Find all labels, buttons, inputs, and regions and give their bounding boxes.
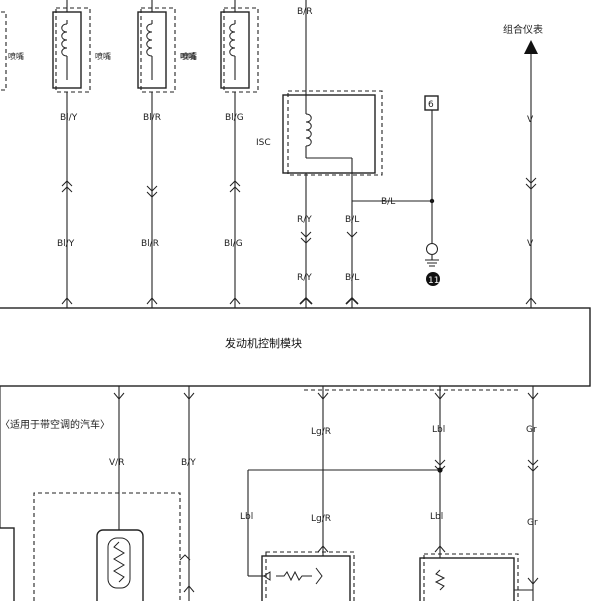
gr-wire: Gr Gr xyxy=(304,386,539,601)
meter-label: 组合仪表 xyxy=(503,23,543,36)
wire-low-lbl-top: Lbl xyxy=(432,425,445,435)
wire-low-by: B/Y xyxy=(181,458,196,468)
ecm-block xyxy=(0,307,591,387)
wire-low-gr-bottom: Gr xyxy=(527,518,538,528)
injector-1-coil-icon xyxy=(61,23,68,57)
wire-low-lbl-left: Lbl xyxy=(240,512,253,522)
injector-3-coil-icon xyxy=(229,23,236,57)
connector-inj1-icon xyxy=(61,180,73,193)
wire-inj1-bottom: Bl/Y xyxy=(57,239,75,249)
lbl-circuit: Lbl Lbl Lbl xyxy=(240,386,519,601)
ground-circuit: 6 11 xyxy=(424,95,440,286)
low-left-box xyxy=(0,527,15,601)
connector-6-number: 6 xyxy=(428,100,434,110)
connector-inj2-icon xyxy=(146,185,158,198)
wire-inj2-bottom: Bl/R xyxy=(141,239,159,249)
by-wire: B/Y xyxy=(181,386,196,601)
ground-icon xyxy=(425,259,439,267)
resistor-icon xyxy=(276,570,312,582)
wire-inj2-top: Bl/R xyxy=(143,113,161,123)
injector-3: 喷嘴 Bl/G Bl/G xyxy=(181,0,259,308)
arrow-up-icon xyxy=(524,40,538,54)
injector-3-label: 喷嘴 xyxy=(181,51,197,61)
wire-isc-right-lower: B/L xyxy=(345,273,359,283)
injector-0-label: 喷嘴 xyxy=(8,51,24,61)
connector-inj3-icon xyxy=(229,180,241,193)
wire-inj3-bottom: Bl/G xyxy=(224,239,243,249)
injector-2: 喷嘴 Bl/R Bl/R xyxy=(137,0,196,308)
injector-0-box xyxy=(0,11,7,91)
wire-low-lgr-bottom: Lg/R xyxy=(311,514,331,524)
wire-isc-right: B/L xyxy=(345,215,359,225)
isc-coil-icon xyxy=(305,113,312,147)
ground-11-number: 11 xyxy=(428,276,439,286)
wire-low-gr-top: Gr xyxy=(526,425,537,435)
wire-meter-v-top: V xyxy=(527,115,534,125)
wire-inj1-top: Bl/Y xyxy=(60,113,78,123)
connector-isc-right-icon xyxy=(346,231,358,238)
isc-label: ISC xyxy=(256,138,271,148)
combination-meter-link: 组合仪表 V V xyxy=(503,23,543,308)
wire-meter-v-bottom: V xyxy=(527,239,534,249)
wire-low-lbl-bottom: Lbl xyxy=(430,512,443,522)
wire-top-br: B/R xyxy=(297,7,312,17)
injector-1: 喷嘴 Bl/Y Bl/Y xyxy=(52,0,111,308)
isc-valve: B/R ISC R/Y B/L R/Y B/L B/L xyxy=(256,0,435,308)
connector-meter-icon xyxy=(525,177,537,190)
vr-sensor: V/R xyxy=(96,386,144,601)
wire-isc-left: R/Y xyxy=(297,215,312,225)
lgr-sensor: Lg/R Lg/R xyxy=(261,386,355,601)
wire-inj3-top: Bl/G xyxy=(225,113,244,123)
injector-2-label: 喷嘴 xyxy=(180,51,196,61)
wire-isc-branch: B/L xyxy=(381,197,395,207)
wire-isc-left-lower: R/Y xyxy=(297,273,312,283)
injector-2-coil-icon xyxy=(146,23,153,57)
injector-1-label: 喷嘴 xyxy=(95,51,111,61)
wire-low-vr: V/R xyxy=(109,458,124,468)
ecm-label: 发动机控制模块 xyxy=(225,336,302,350)
variable-resistor-icon xyxy=(434,569,446,591)
thermistor-icon xyxy=(113,541,125,583)
ground-11-badge xyxy=(426,272,440,286)
wire-low-lgr-top: Lg/R xyxy=(311,427,331,437)
ac-note: 〈适用于带空调的汽车〉 xyxy=(0,418,110,431)
connector-isc-left-icon xyxy=(300,231,312,244)
